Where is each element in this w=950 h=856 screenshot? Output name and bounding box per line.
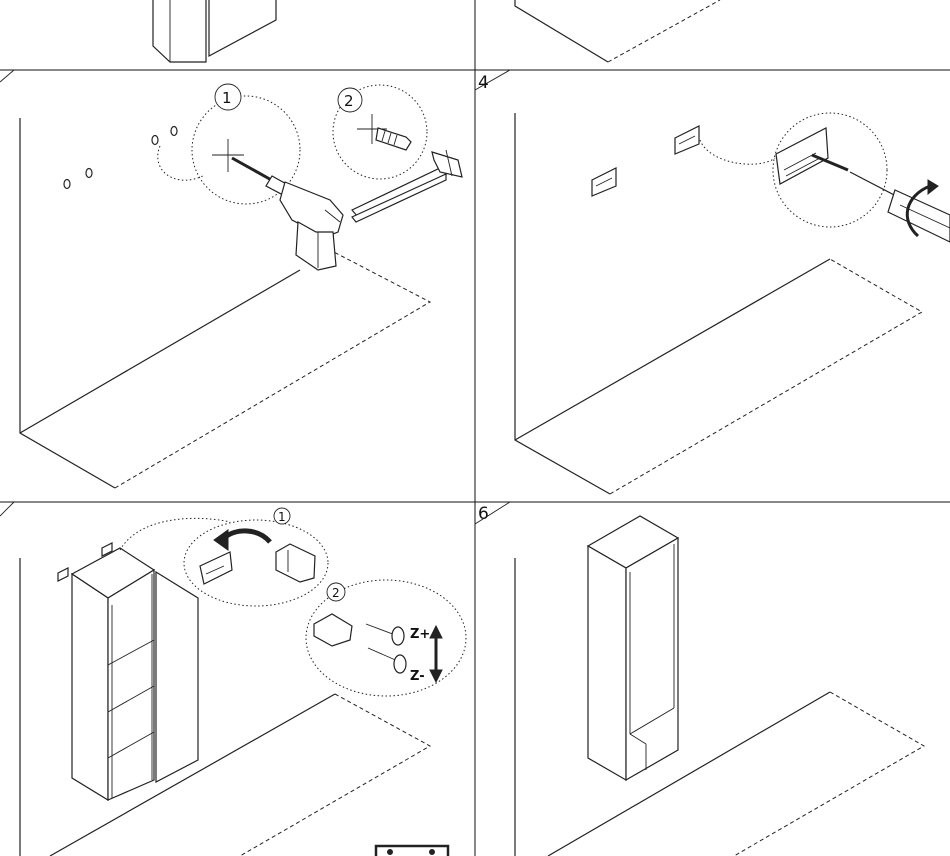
- hole-mark: [170, 125, 178, 137]
- step-number-6: 6: [478, 504, 489, 524]
- screwdriver-icon: [849, 171, 950, 243]
- previous-step-right-floor: [514, 0, 721, 63]
- hole-mark: [151, 134, 159, 146]
- step-5-panel: 1 2 Z+ Z-: [0, 501, 467, 856]
- wall-hanger-icon: [199, 551, 233, 585]
- adjust-down-label: Z-: [410, 669, 425, 684]
- step-6-panel: 6: [474, 501, 926, 856]
- callout-number-2: 2: [344, 92, 354, 110]
- step-4-panel: 4: [474, 69, 950, 495]
- cabinet-icon: [586, 515, 680, 782]
- hole-mark: [85, 167, 93, 179]
- wall-hanger-icon: [591, 167, 617, 197]
- wall-hanger-icon: [101, 542, 113, 557]
- step-3-panel: 1 2: [0, 69, 463, 489]
- previous-step-left-cabinet: [152, 0, 277, 63]
- wall-hanger-icon: [775, 127, 829, 185]
- drill-icon: [231, 156, 344, 271]
- wall-plug-icon: [375, 127, 412, 151]
- wall-hanger-icon: [57, 567, 69, 582]
- arrow-icon: [429, 624, 443, 684]
- callout-number-1: 1: [278, 510, 286, 524]
- hole-mark: [63, 178, 71, 190]
- wall-hanger-icon: [674, 125, 700, 155]
- step-number-4: 4: [478, 73, 489, 93]
- callout-number-2: 2: [332, 586, 340, 600]
- adjust-up-label: Z+: [410, 627, 430, 642]
- cabinet-icon: [70, 547, 199, 802]
- callout-number-1: 1: [222, 89, 232, 107]
- spirit-level-icon: [351, 149, 463, 223]
- arrow-icon: [213, 528, 272, 551]
